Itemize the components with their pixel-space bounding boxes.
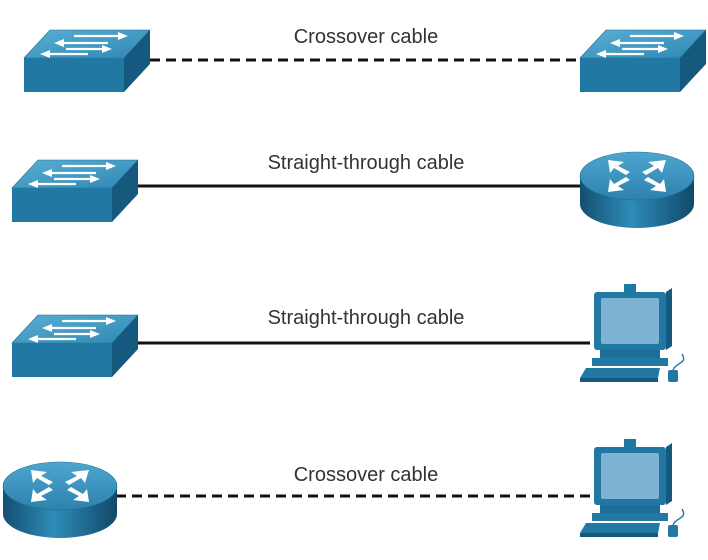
connection-row-2: Straight-through cable — [10, 151, 695, 229]
cable-label: Crossover cable — [294, 26, 439, 48]
cable-label: Straight-through cable — [268, 307, 465, 329]
connection-row-4: Crossover cable — [2, 438, 685, 539]
pc-icon — [579, 283, 685, 383]
right-switch-icon — [578, 28, 708, 94]
pc-icon — [579, 438, 685, 538]
connection-row-3: Straight-through cable — [10, 283, 685, 383]
router-icon — [579, 151, 695, 229]
left-switch-icon — [22, 28, 152, 94]
left-switch-icon — [10, 313, 140, 379]
connection-row-1: Crossover cable — [22, 26, 708, 94]
router-icon — [2, 461, 118, 539]
cable-label: Crossover cable — [294, 464, 439, 486]
left-switch-icon — [10, 158, 140, 224]
cable-label: Straight-through cable — [268, 152, 465, 174]
